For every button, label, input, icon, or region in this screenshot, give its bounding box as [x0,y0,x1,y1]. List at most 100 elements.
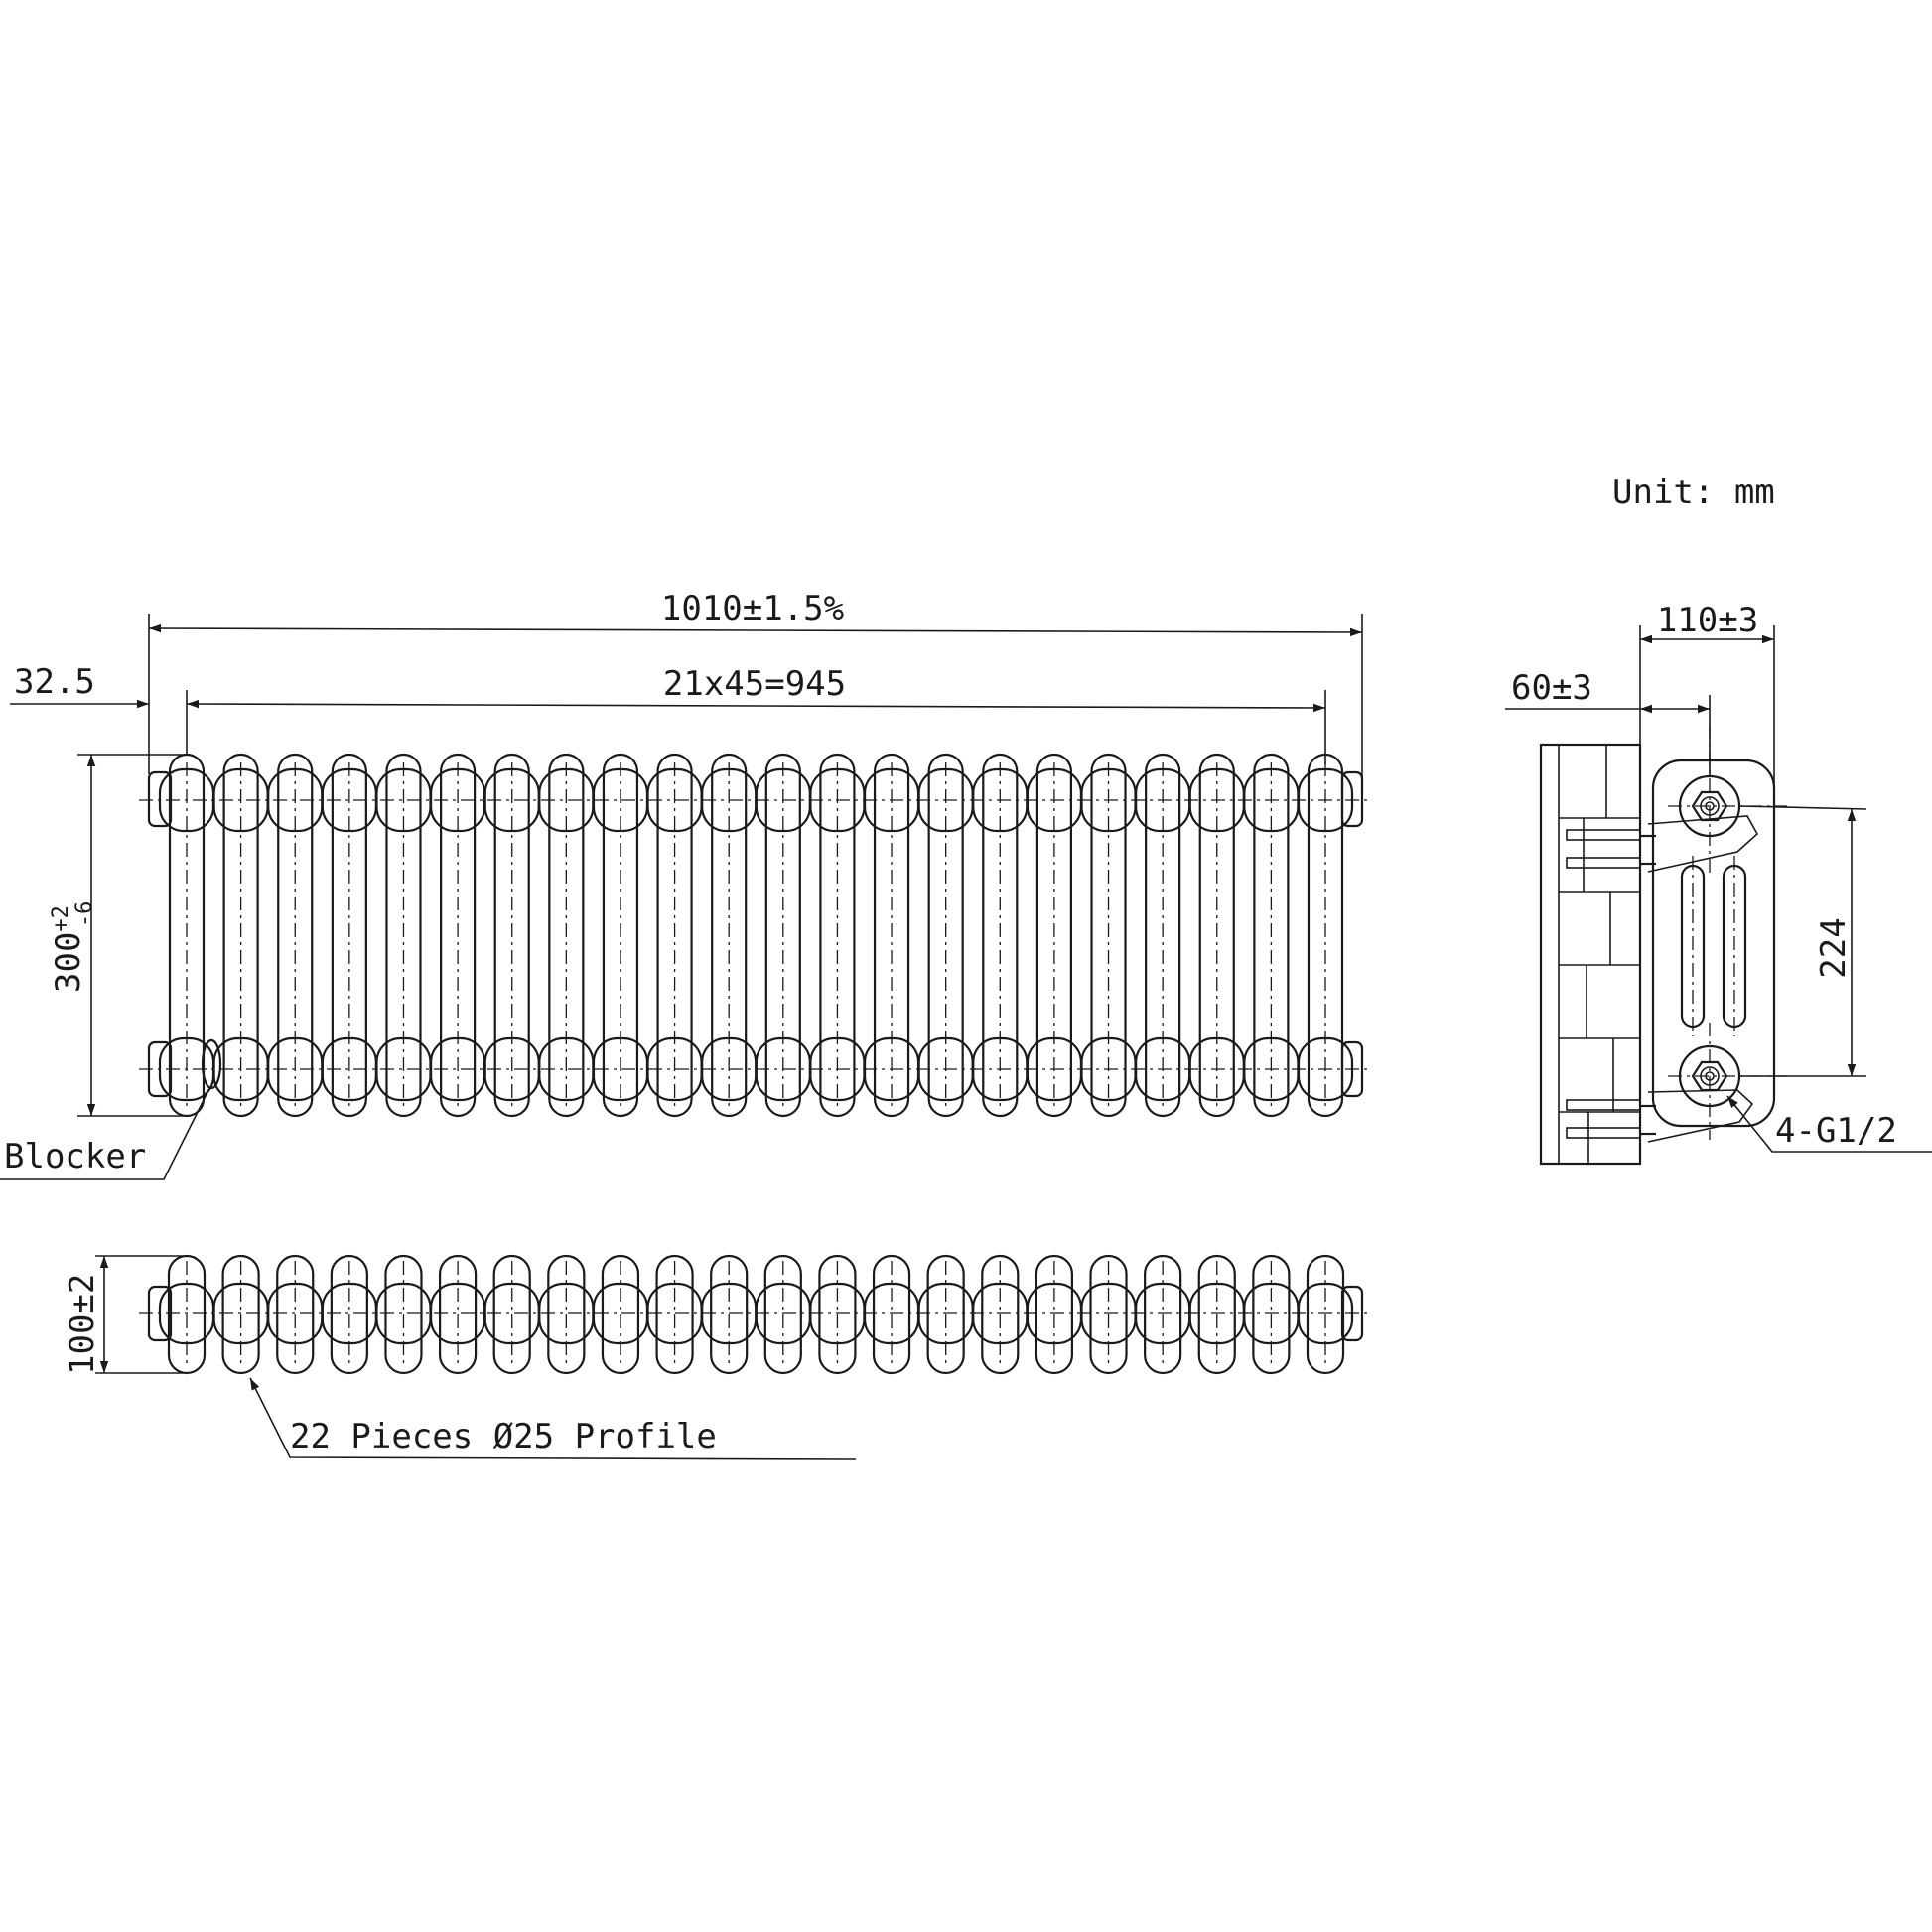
overall-length-dimension: 1010±1.5% [148,589,1363,784]
top-column-tube [492,1254,531,1375]
front-column [267,753,324,1118]
front-column-tube [656,753,693,1118]
front-column-tube [493,753,530,1118]
top-column-tube [384,1254,423,1375]
top-column-tube [1252,1254,1291,1375]
top-column [592,1254,649,1375]
section-pitch-label: 21x45=945 [663,664,846,704]
top-column [1188,1254,1245,1375]
top-column [212,1254,269,1375]
front-column [483,753,540,1118]
front-column-tube [602,753,639,1118]
top-column-tube [221,1254,260,1375]
side-depth-label: 110±3 [1657,601,1758,640]
front-column [1026,753,1083,1118]
front-column [212,753,269,1118]
wall-offset-dimension: 60±3 [1505,668,1711,776]
front-column [1297,753,1354,1118]
top-column [1135,1254,1191,1375]
top-column-tube [330,1254,368,1375]
front-column [1135,753,1191,1118]
top-column-tube [926,1254,965,1375]
top-column [1080,1254,1137,1375]
radiator-front-body [139,753,1370,1118]
front-column-tube [331,753,367,1118]
front-column-tube [1253,753,1290,1118]
wall-section [1539,743,1642,1166]
top-column-tube [710,1254,749,1375]
top-column [429,1254,486,1375]
top-column [538,1254,595,1375]
top-column-tube [872,1254,911,1375]
front-column [375,753,432,1118]
blocker-label: Blocker [4,1137,146,1176]
front-column [646,753,703,1118]
front-column [917,753,974,1118]
front-column [863,753,920,1118]
front-column [755,753,811,1118]
front-column-tube [439,753,477,1118]
front-column-tube [1035,753,1073,1118]
top-column-tube [1035,1254,1074,1375]
top-column [375,1254,432,1375]
blocker-callout: Blocker [0,1038,222,1180]
top-column [158,1254,215,1375]
top-column-tube [1197,1254,1236,1375]
front-column-tube [277,753,314,1118]
top-column-tube [276,1254,315,1375]
pipe-centres-label: 224 [1814,917,1854,978]
pipe-centres-dimension: 224 [1738,805,1867,1077]
section-pitch-dimension: 21x45=945 [186,664,1326,764]
front-view: 1010±1.5% 21x45=945 32.5 300+2-6 Blocker [0,589,1370,1180]
front-column-tube [548,753,585,1118]
connections-label: 4-G1/2 [1775,1111,1897,1151]
front-column [1080,753,1137,1118]
connections-callout: 4-G1/2 [1726,1095,1932,1153]
top-column [267,1254,324,1375]
radiator-side-profile [1651,759,1776,1128]
pieces-label: 22 Pieces Ø25 Profile [290,1417,717,1456]
front-column-tube [711,753,748,1118]
top-column-tube [1144,1254,1182,1375]
pieces-callout: 22 Pieces Ø25 Profile [249,1377,857,1460]
front-column [809,753,866,1118]
top-column-tube [763,1254,802,1375]
wall-offset-label: 60±3 [1511,668,1592,708]
top-column [646,1254,703,1375]
top-column [483,1254,540,1375]
radiator-top-body [139,1254,1370,1375]
front-column [701,753,758,1118]
top-view: 100±2 22 Pieces Ø25 Profile [63,1254,1370,1460]
side-view: 110±3 60±3 224 4-G1/2 [1505,601,1932,1166]
front-column [1188,753,1245,1118]
depth-dimension: 100±2 [63,1255,184,1375]
height-dimension: 300+2-6 [49,754,184,1117]
front-column-tube [222,753,259,1118]
top-column [863,1254,920,1375]
front-column-tube [819,753,856,1118]
top-column [809,1254,866,1375]
front-column [429,753,486,1118]
height-label: 300+2-6 [49,901,97,993]
front-column-tube [873,753,910,1118]
top-column-tube [601,1254,640,1375]
end-offset-dimension: 32.5 [10,662,149,709]
depth-label: 100±2 [63,1274,102,1375]
top-column [917,1254,974,1375]
front-column [321,753,377,1118]
top-column [1026,1254,1083,1375]
top-column-tube [1089,1254,1128,1375]
top-column [972,1254,1029,1375]
top-column [701,1254,758,1375]
front-column [158,753,215,1118]
front-column-tube [1145,753,1181,1118]
top-column-tube [1306,1254,1345,1375]
side-depth-dimension: 110±3 [1639,601,1775,784]
top-column-tube [981,1254,1020,1375]
overall-length-label: 1010±1.5% [661,589,844,628]
top-column [755,1254,811,1375]
top-column-tube [818,1254,857,1375]
top-column [1243,1254,1300,1375]
front-column-tube [1307,753,1344,1118]
